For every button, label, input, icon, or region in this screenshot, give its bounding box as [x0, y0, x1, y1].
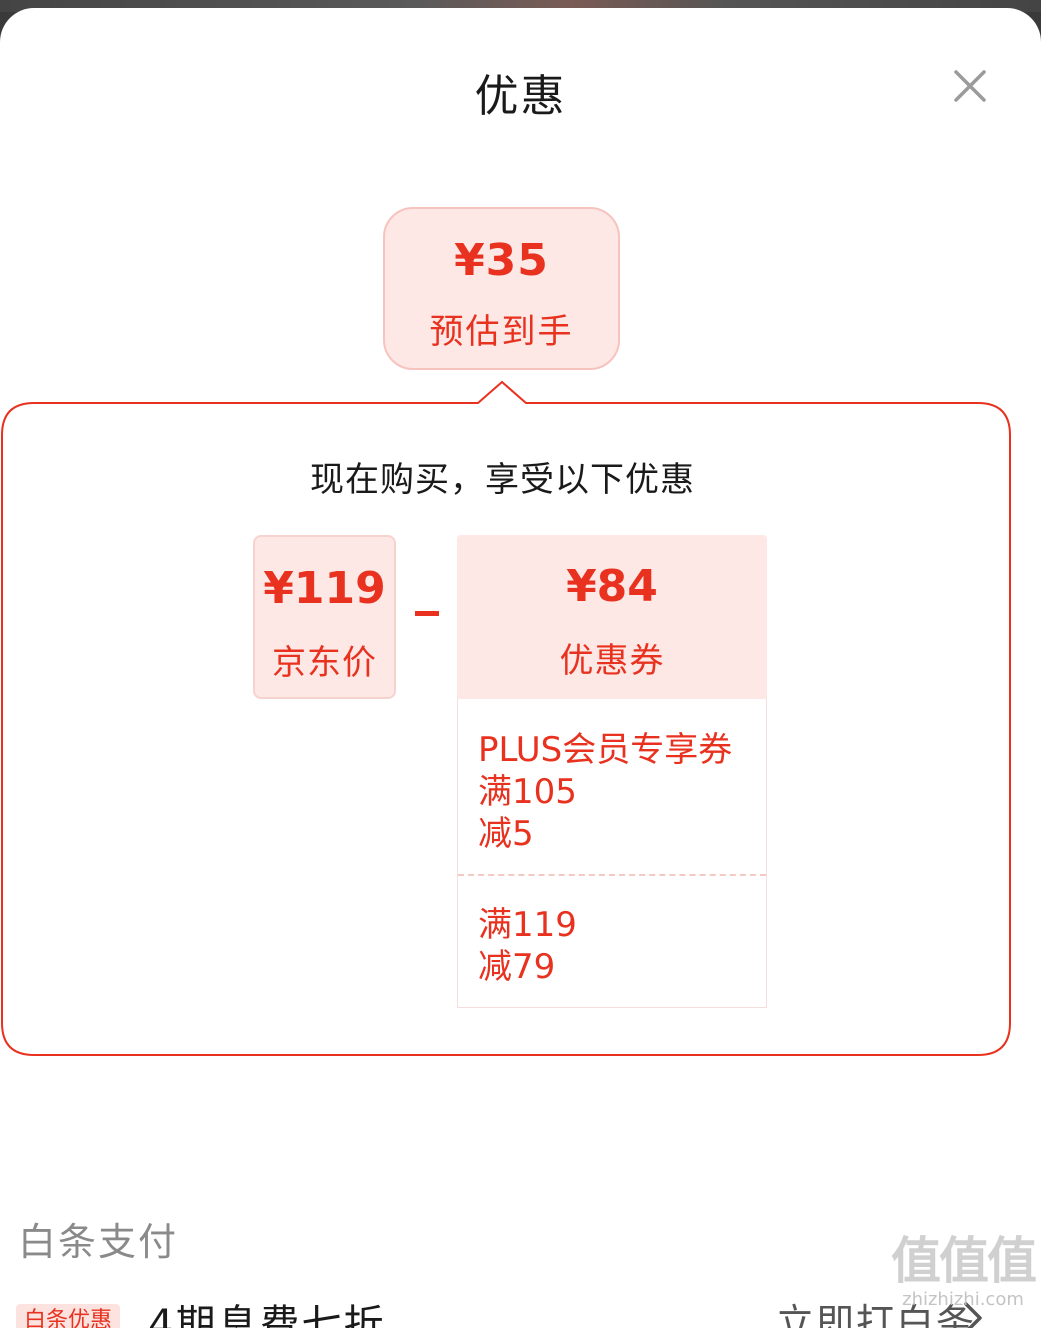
estimated-price-label: 预估到手: [429, 312, 574, 352]
coupon-total-label: 优惠券: [559, 641, 665, 681]
coupon-line: PLUS会员专享券: [478, 730, 733, 770]
estimated-price: ¥35: [454, 235, 549, 286]
sheet-title: 优惠: [474, 71, 567, 122]
coupon-list: PLUS会员专享券 满105 减5 满119 减79: [457, 699, 767, 1008]
coupon-total-value: ¥84: [566, 561, 658, 612]
estimated-price-bubble: ¥35 预估到手: [383, 207, 620, 370]
installment-text: 4期息费七折: [148, 1302, 386, 1328]
breakdown-heading: 现在购买，享受以下优惠: [310, 460, 695, 500]
watermark-logo: 值值值: [891, 1232, 1037, 1290]
coupon-line: 减79: [478, 947, 556, 987]
close-icon: [954, 70, 986, 102]
minus-icon: [415, 611, 439, 616]
baitiao-badge: 白条优惠: [16, 1304, 121, 1328]
jd-price-label: 京东价: [272, 643, 377, 683]
discount-sheet: 优惠 ¥35 预估到手 现在购买，享受以下优惠 ¥119 京东价 ¥84 优惠券…: [0, 8, 1041, 1328]
coupon-line: 满119: [478, 905, 577, 945]
coupon-item-threshold: 满119 减79: [478, 904, 756, 988]
coupon-total-box: ¥84 优惠券: [457, 535, 767, 699]
watermark: 值值值 zhizhizhi.com: [888, 1232, 1038, 1312]
close-button[interactable]: [948, 64, 992, 108]
watermark-url: zhizhizhi.com: [902, 1289, 1024, 1310]
coupon-line: 减5: [478, 814, 534, 854]
coupon-line: 满105: [478, 772, 577, 812]
jd-price-value: ¥119: [263, 563, 386, 614]
coupon-item-plus: PLUS会员专享券 满105 减5: [478, 729, 756, 855]
coupon-divider: [458, 874, 766, 876]
jd-price-box: ¥119 京东价: [253, 535, 396, 699]
payment-section-label: 白条支付: [18, 1220, 179, 1264]
baitiao-offer-row[interactable]: 白条优惠 4期息费七折 立即打白条: [0, 1294, 1041, 1328]
